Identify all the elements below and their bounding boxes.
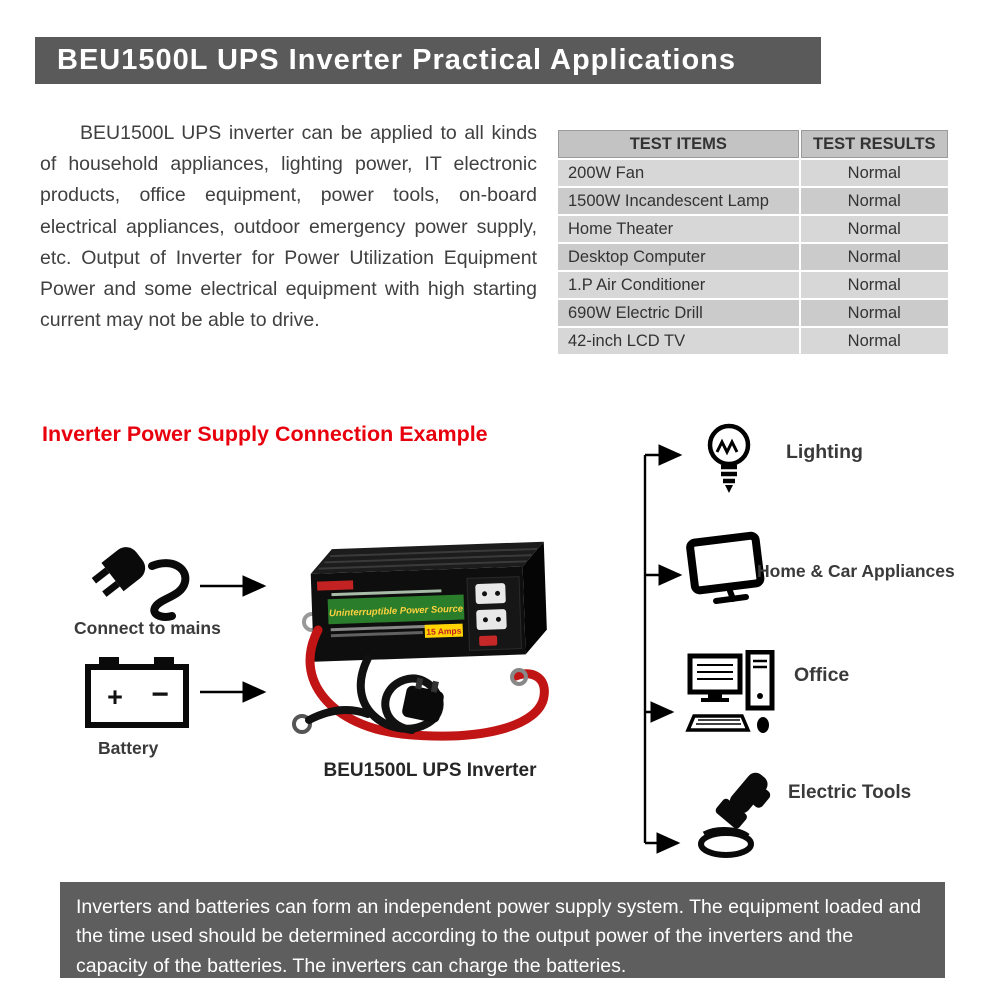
inverter-caption: BEU1500L UPS Inverter: [323, 760, 537, 781]
test-item: Desktop Computer: [558, 244, 799, 270]
test-item: 690W Electric Drill: [558, 300, 799, 326]
diagram-heading: Inverter Power Supply Connection Example: [42, 422, 488, 446]
product-band-text: Uninterruptible Power Source: [329, 604, 464, 620]
test-item: 42-inch LCD TV: [558, 328, 799, 354]
power-plug-icon: [91, 547, 190, 621]
test-result: Normal: [800, 244, 948, 270]
col-header-test-results: TEST RESULTS: [800, 130, 948, 158]
test-result: Normal: [800, 300, 948, 326]
col-header-test-items: TEST ITEMS: [558, 130, 799, 158]
test-result: Normal: [800, 216, 948, 242]
test-item: 1500W Incandescent Lamp: [558, 188, 799, 214]
output-label-home-car: Home & Car Appliances: [757, 561, 955, 581]
footer-note: Inverters and batteries can form an inde…: [60, 882, 945, 978]
light-bulb-icon: [707, 423, 751, 493]
cable-plug: [402, 677, 444, 723]
battery-plus-sign: +: [107, 682, 123, 712]
title-banner: BEU1500L UPS Inverter Practical Applicat…: [35, 37, 821, 84]
intro-paragraph: BEU1500L UPS inverter can be applied to …: [40, 122, 537, 332]
brand-mark: [317, 580, 354, 591]
output-label-office: Office: [794, 664, 850, 686]
red-cable: [305, 625, 549, 741]
tv-icon: [686, 531, 765, 604]
test-item: 200W Fan: [558, 160, 799, 186]
inverter-product-image: Uninterruptible Power Source 15 Amps: [292, 541, 549, 741]
battery-minus-sign: −: [151, 678, 169, 711]
product-badge: 15 Amps: [426, 626, 462, 637]
test-item: Home Theater: [558, 216, 799, 242]
office-computer-icon: [685, 650, 775, 733]
battery-icon: + −: [85, 657, 189, 728]
test-result: Normal: [800, 188, 948, 214]
test-result: Normal: [800, 328, 948, 354]
battery-label: Battery: [98, 738, 159, 758]
mains-label: Connect to mains: [74, 618, 221, 638]
electric-tool-icon: [698, 772, 771, 858]
output-label-lighting: Lighting: [786, 441, 863, 463]
power-switch: [479, 635, 498, 646]
test-item: 1.P Air Conditioner: [558, 272, 799, 298]
test-result: Normal: [800, 160, 948, 186]
page-title: BEU1500L UPS Inverter Practical Applicat…: [57, 44, 737, 76]
output-label-electric-tools: Electric Tools: [788, 782, 912, 803]
table-header-row: TEST ITEMS TEST RESULTS: [558, 130, 948, 158]
test-result: Normal: [800, 272, 948, 298]
